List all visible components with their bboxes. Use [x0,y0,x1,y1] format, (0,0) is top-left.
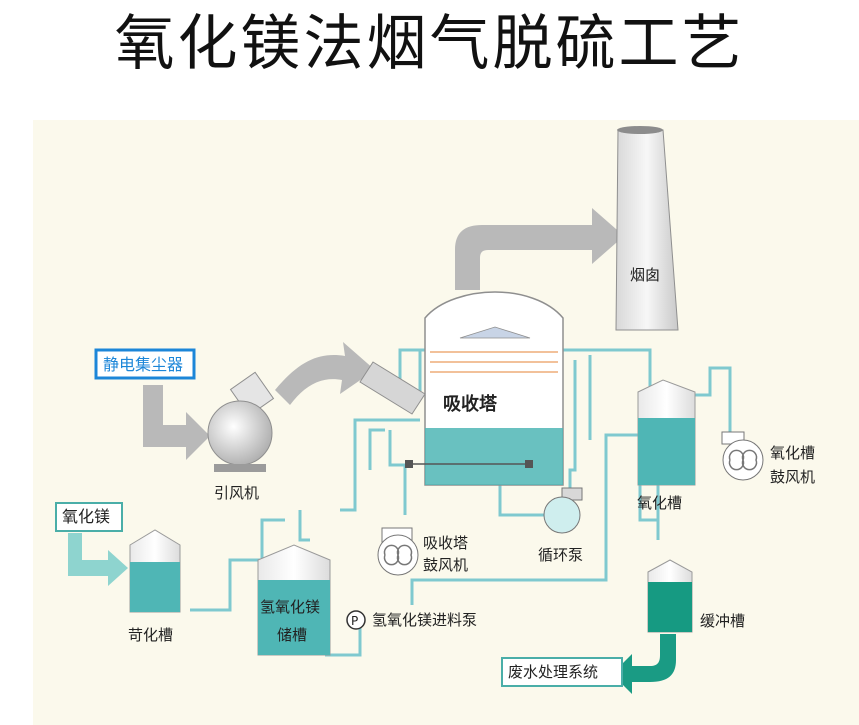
mgo-input: 氧化镁 [55,502,128,586]
circulation-pump-label: 循环泵 [538,546,583,564]
buffer-tank: 缓冲槽 [612,559,745,694]
mgo-feed-arrow [68,533,128,586]
absorber-blower-label-line1: 吸收塔 [423,534,468,552]
wastewater-label: 废水处理系统 [508,663,598,681]
mgoh2-feed-pump: P 氢氧化镁进料泵 [346,610,477,630]
esp-to-fan-arrow [143,385,210,460]
spray-layers [430,351,558,373]
absorber-to-chimney-arrow [455,208,624,290]
absorber-tower: 吸收塔 [405,291,564,486]
mgoh2-tank-label-line1: 氢氧化镁 [260,598,320,616]
oxidation-blower: 氧化槽 鼓风机 [721,431,815,486]
page-title: 氧化镁法烟气脱硫工艺 [114,9,745,79]
esp-label: 静电集尘器 [103,355,183,374]
chimney-label: 烟囱 [630,266,660,284]
circulation-pump: 循环泵 [538,487,583,564]
slaking-tank-label: 苛化槽 [128,626,173,644]
mgo-label: 氧化镁 [62,507,110,526]
flue-gas-flow [143,208,624,460]
mgoh2-tank-label-line2: 储槽 [277,626,307,644]
induced-fan: 引风机 [207,371,275,502]
induced-fan-label: 引风机 [214,484,259,502]
absorber-blower: 吸收塔 鼓风机 [377,527,468,576]
esp-box: 静电集尘器 [94,348,196,380]
oxidation-tank: 氧化槽 [637,379,696,512]
buffer-tank-label: 缓冲槽 [700,612,745,630]
oxidation-blower-label-line1: 氧化槽 [770,444,815,462]
oxidation-blower-label-line2: 鼓风机 [770,468,815,486]
absorber-label: 吸收塔 [443,393,498,415]
absorber-blower-label-line2: 鼓风机 [423,556,468,574]
chimney: 烟囱 [615,126,679,331]
feed-pump-label: 氢氧化镁进料泵 [372,611,477,629]
mgoh2-storage-tank: 氢氧化镁 储槽 [257,544,331,656]
buffer-to-wastewater-arrow [612,634,676,694]
absorber-inlet-duct [359,361,426,415]
feed-pump-symbol: P [351,614,358,628]
fan-to-absorber-arrow [275,342,375,405]
slaking-tank: 苛化槽 [128,529,181,644]
oxidation-tank-label: 氧化槽 [637,494,682,512]
wastewater-system-box: 废水处理系统 [501,657,623,687]
